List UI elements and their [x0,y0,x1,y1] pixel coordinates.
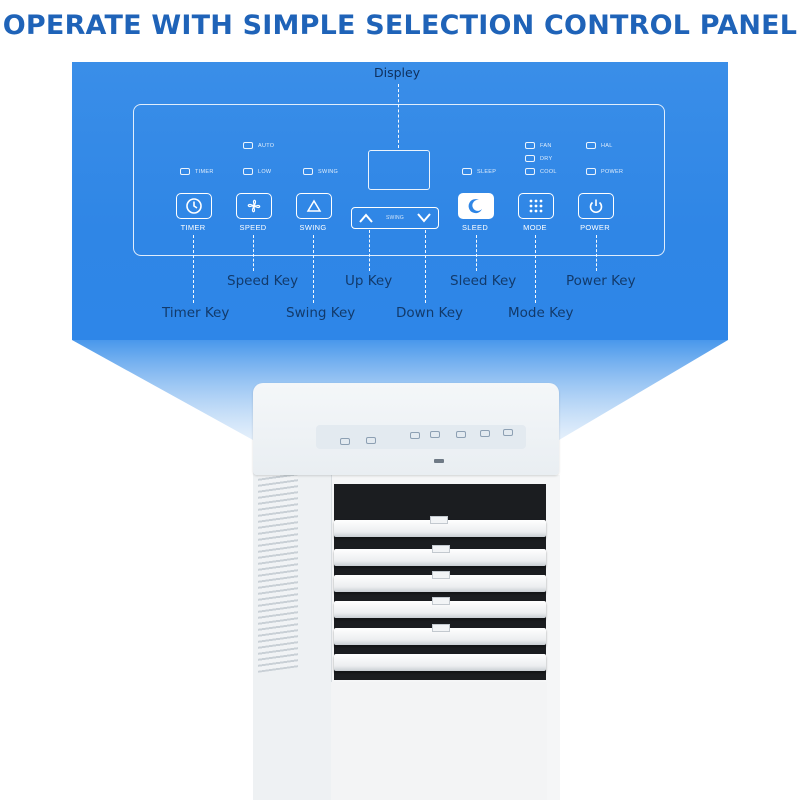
speed-key-callout: Speed Key [227,273,299,289]
louver [334,549,546,566]
chevron-down-icon [417,213,431,223]
sleep-key[interactable] [458,193,494,219]
fan-icon [247,199,261,213]
timer-key-callout: Timer Key [162,305,230,321]
display-callout: Displey [374,65,421,80]
down-key-callout: Down Key [396,305,464,321]
swing-leader [313,235,314,303]
timer-leader [193,235,194,303]
power-key-callout: Power Key [566,273,636,289]
mode-leader [535,235,536,303]
unit-control-strip [316,425,526,449]
unit-button-icon [366,437,376,444]
led-icon [525,155,535,162]
mode-key-caption: MODE [523,223,547,232]
sleep-key-callout: Sleed Key [450,273,517,289]
louver [334,654,546,671]
louver-clip [432,597,450,605]
led-icon [462,168,472,175]
indicator-timer: TIMER [180,168,214,175]
power-icon [589,199,603,214]
panel-frame [133,104,665,256]
speed-key[interactable] [236,193,272,219]
moon-icon [468,199,482,214]
indicator-fan: FAN [525,142,552,149]
led-icon [525,168,535,175]
swing-key-caption: SWING [299,223,327,232]
sleep-key-caption: SLEED [461,223,489,232]
unit-button-icon [503,429,513,436]
swing-key[interactable] [296,193,332,219]
mode-key-callout: Mode Key [508,305,574,321]
indicator-sleep: SLEEP [462,168,496,175]
timer-icon [186,198,202,214]
indicator-dry: DRY [525,155,552,162]
power-key-caption: POWER [580,223,610,232]
louver-clip [432,571,450,579]
indicator-cool: COOL [525,168,557,175]
down-leader [425,230,426,303]
louver [334,601,546,618]
display-screen [368,150,430,190]
power-key[interactable] [578,193,614,219]
led-icon [525,142,535,149]
triangle-icon [306,199,322,212]
control-panel-zoom [72,62,728,340]
unit-button-icon [410,432,420,439]
unit-button-icon [480,430,490,437]
indicator-swing: SWING [303,168,338,175]
down-key[interactable] [416,210,432,226]
up-key-callout: Up Key [345,273,393,289]
led-icon [243,168,253,175]
up-leader [369,230,370,271]
mode-key[interactable] [518,193,554,219]
speed-key-caption: SPEED [239,223,267,232]
updown-label: SWING [386,215,404,221]
chevron-up-icon [359,213,373,223]
sleep-leader [476,235,477,271]
indicator-power: POWER [586,168,623,175]
up-down-keys: SWING [351,207,439,229]
led-icon [303,168,313,175]
unit-button-icon [430,431,440,438]
unit-button-icon [456,431,466,438]
brand-logo [434,459,444,463]
unit-lower-body [331,682,547,800]
power-leader [596,235,597,271]
headline: OPERATE WITH SIMPLE SELECTION CONTROL PA… [2,10,798,41]
louver-clip [432,545,450,553]
timer-key[interactable] [176,193,212,219]
unit-button-icon [340,438,350,445]
indicator-low: LOW [243,168,271,175]
swing-key-callout: Swing Key [286,305,356,321]
louver [334,520,546,537]
led-icon [586,142,596,149]
display-leader [398,84,399,148]
up-key[interactable] [358,210,374,226]
speed-leader [253,235,254,271]
louver-clip [430,516,448,524]
grid-icon [529,199,543,213]
indicator-hal: HAL [586,142,613,149]
indicator-auto: AUTO [243,142,274,149]
timer-key-caption: TIMER [180,223,206,232]
led-icon [586,168,596,175]
led-icon [243,142,253,149]
louver [334,628,546,645]
louver [334,575,546,592]
louver-clip [432,624,450,632]
led-icon [180,168,190,175]
